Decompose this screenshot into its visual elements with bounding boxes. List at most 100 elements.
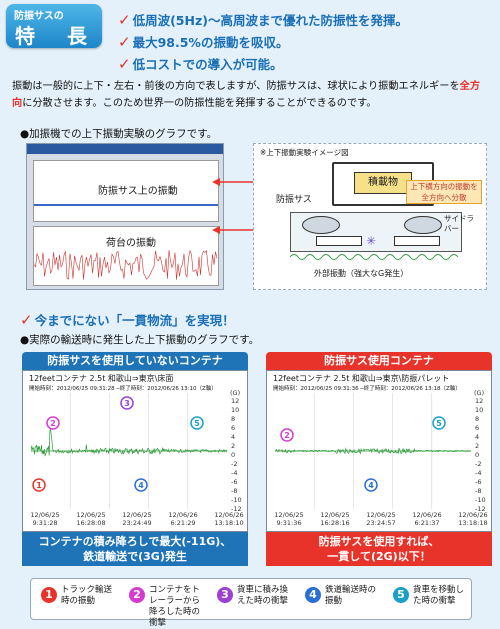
diagram-side-rubber: サイドラバー xyxy=(444,214,474,233)
right-vibration-trace xyxy=(275,447,471,455)
svg-text:3: 3 xyxy=(124,399,130,408)
left-panel-head: 防振サスを使用していないコンテナ xyxy=(22,352,248,370)
title-small: 防振サスの xyxy=(14,11,64,22)
legend-text: コンテナをトレーラーから降ろした時の衝撃 xyxy=(149,585,201,628)
svg-text:5: 5 xyxy=(436,419,442,428)
shaker-noise-trace xyxy=(34,249,218,280)
y-tick: -10 xyxy=(231,496,242,504)
left-chart: 12feetコンテナ 2.5t 和歌山⇒東京\床面 開始時刻：2012/06/2… xyxy=(22,370,248,532)
y-tick: -8 xyxy=(475,487,482,495)
diagram-external: 外部振動（強大なG発生） xyxy=(314,269,409,278)
y-tick: 0 xyxy=(231,451,236,459)
y-tick: 12 xyxy=(475,397,484,405)
sus-ball-right xyxy=(404,216,442,234)
y-tick: -6 xyxy=(231,478,238,486)
y-tick: -4 xyxy=(475,469,482,477)
marker-4: 4 xyxy=(134,478,148,492)
check-icon: ✓ xyxy=(118,33,131,51)
svg-text:4: 4 xyxy=(138,481,144,490)
left-chart-title: 12feetコンテナ 2.5t 和歌山⇒東京\床面 xyxy=(29,374,174,383)
y-tick: 12 xyxy=(231,397,240,405)
y-tick: 8 xyxy=(475,415,480,423)
marker-3: 3 xyxy=(120,396,134,410)
y-tick: -2 xyxy=(231,460,238,468)
sus-ball-left xyxy=(302,216,340,234)
legend-text: トラック輸送時の振動 xyxy=(61,585,113,606)
y-tick: 10 xyxy=(475,406,484,414)
right-chart-sub: 開始時刻：2012/06/25 09:31:36 ─終了時刻：2012/06/2… xyxy=(273,386,461,392)
legend-number-4: 4 xyxy=(305,587,321,603)
marker-2: 2 xyxy=(280,428,294,442)
left-banner: コンテナの積み降ろしで最大(-11G)、鉄道輸送で(3G)発生 xyxy=(22,532,248,566)
legend-text: 鉄道輸送時の振動 xyxy=(325,585,377,606)
feature-2: ✓最大98.5%の振動を吸収。 xyxy=(118,33,289,51)
left-plot: 1 2 3 4 5 xyxy=(31,393,227,509)
right-chart: 12feetコンテナ 2.5t 和歌山⇒東京\防振パレット 開始時刻：2012/… xyxy=(266,370,492,532)
legend-number-5: 5 xyxy=(393,587,409,603)
y-tick: -8 xyxy=(231,487,238,495)
marker-5: 5 xyxy=(432,416,446,430)
y-tick: 0 xyxy=(475,451,480,459)
right-panel: 防振サス使用コンテナ 12feetコンテナ 2.5t 和歌山⇒東京\防振パレット… xyxy=(266,352,492,566)
legend-number-3: 3 xyxy=(217,587,233,603)
y-tick: -10 xyxy=(475,496,486,504)
section1-bullet: ●加振機での上下振動実験のグラフです。 xyxy=(20,128,218,140)
feature-3: ✓低コストでの導入が可能。 xyxy=(118,55,283,73)
check-icon: ✓ xyxy=(118,55,131,73)
y-tick: -2 xyxy=(475,460,482,468)
y-tick: 4 xyxy=(231,433,236,441)
left-vibration-trace xyxy=(31,428,227,457)
svg-text:1: 1 xyxy=(36,481,42,490)
y-tick: 6 xyxy=(475,424,480,432)
svg-text:2: 2 xyxy=(50,419,56,428)
y-tick: 2 xyxy=(231,442,236,450)
legend-text: 貨車を移動した時の衝撃 xyxy=(413,585,465,606)
check-icon: ✓ xyxy=(20,311,33,329)
graph-bottom-label: 荷台の振動 xyxy=(102,233,160,250)
check-icon: ✓ xyxy=(118,11,131,29)
diagram-cargo: 積載物 xyxy=(354,172,412,194)
left-panel: 防振サスを使用していないコンテナ 12feetコンテナ 2.5t 和歌山⇒東京\… xyxy=(22,352,248,566)
marker-4: 4 xyxy=(364,478,378,492)
section2-bullet: ●実際の輸送時に発生した上下振動のグラフです。 xyxy=(20,334,260,346)
vibration-test-diagram: ※上下振動実験イメージ図 積載物 防振サス 上下横方向の振動を全方向へ分散 ✳ … xyxy=(253,143,487,290)
right-panel-head: 防振サス使用コンテナ xyxy=(266,352,492,370)
y-unit: (G) xyxy=(230,389,241,397)
right-banner: 防振サスを使用すれば、一貫して(2G)以下！ xyxy=(266,532,492,566)
diagram-title: ※上下振動実験イメージ図 xyxy=(260,148,349,157)
left-chart-sub: 開始時刻：2012/06/25 09:31:28 ─終了時刻：2012/06/2… xyxy=(29,386,217,392)
intro-paragraph: 振動は一般的に上下・左右・前後の方向で表しますが、防振サスは、球状により振動エネ… xyxy=(12,81,481,109)
y-tick: -4 xyxy=(231,469,238,477)
marker-5: 5 xyxy=(190,416,204,430)
y-tick: -12 xyxy=(475,505,486,513)
y-tick: 4 xyxy=(475,433,480,441)
svg-text:2: 2 xyxy=(284,431,290,440)
shaker-graph-screenshot: 防振サス上の振動 荷台の振動 xyxy=(26,143,224,290)
y-tick: 8 xyxy=(231,415,236,423)
legend-text: 貨車に積み換えた時の衝撃 xyxy=(237,585,289,606)
legend-number-1: 1 xyxy=(41,587,57,603)
svg-text:4: 4 xyxy=(368,481,374,490)
wave-lines xyxy=(290,254,459,260)
diagram-direction-note: 上下横方向の振動を全方向へ分散 xyxy=(406,180,482,204)
y-tick: -6 xyxy=(475,478,482,486)
diagram-sus-label: 防振サス xyxy=(276,195,312,205)
marker-2: 2 xyxy=(46,416,60,430)
graph-top-label: 防振サス上の振動 xyxy=(94,181,182,198)
title-big: 特 長 xyxy=(15,24,93,48)
y-tick: 10 xyxy=(231,406,240,414)
highlight-all-directions: 全方向 xyxy=(12,81,481,109)
burst-icon: ✳ xyxy=(366,234,377,248)
y-tick: 6 xyxy=(231,424,236,432)
right-chart-title: 12feetコンテナ 2.5t 和歌山⇒東京\防振パレット xyxy=(273,374,450,383)
